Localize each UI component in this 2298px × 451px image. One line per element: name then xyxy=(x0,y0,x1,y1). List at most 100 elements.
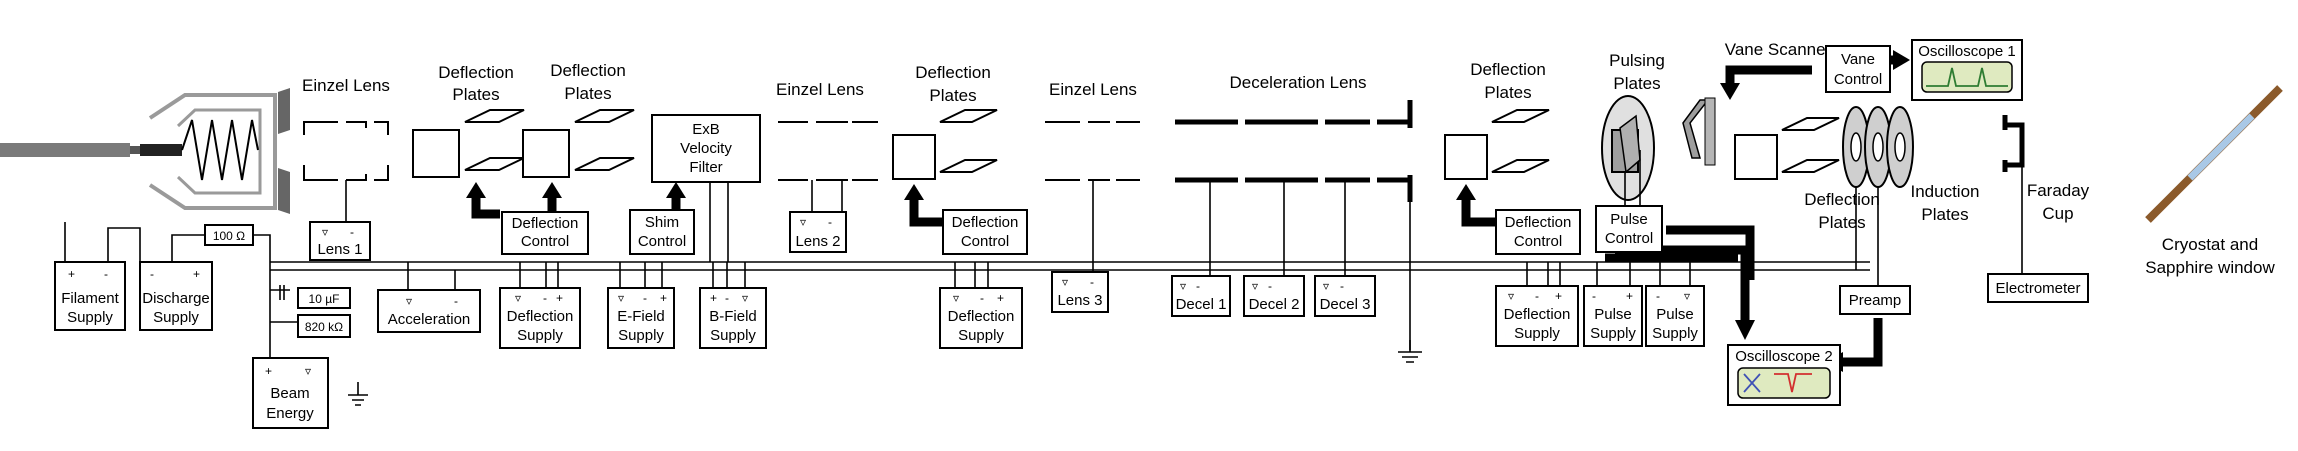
efield-supply-box[interactable]: ▿ - + E-Field Supply xyxy=(607,287,675,349)
lens2-box[interactable]: ▿ - Lens 2 xyxy=(789,211,847,253)
deflection-plates-1 xyxy=(412,109,525,178)
bfield-gnd: ▿ xyxy=(742,291,748,305)
lens3-gnd: ▿ xyxy=(1062,275,1068,289)
osc1-label: Oscilloscope 1 xyxy=(1918,43,2016,60)
filament-plus: + xyxy=(68,267,75,281)
einzel-lens-3-label: Einzel Lens xyxy=(1049,80,1137,99)
induction-plates-label-2: Plates xyxy=(1921,205,1968,224)
oscilloscope-1-box[interactable]: Oscilloscope 1 xyxy=(1911,39,2023,101)
lens2-minus: - xyxy=(828,215,832,229)
dsup2-minus: - xyxy=(980,291,984,305)
filament-minus: - xyxy=(104,267,108,281)
discharge-supply-box[interactable]: - + Discharge Supply xyxy=(139,261,213,331)
deflection-plates-4-label: Deflection xyxy=(1470,60,1546,79)
decel1-label: Decel 1 xyxy=(1176,296,1227,313)
einzel-lens-1 xyxy=(303,121,389,222)
defl-ctrl-1-label: Deflection xyxy=(512,215,579,232)
vane-ctrl-label: Vane xyxy=(1841,51,1875,68)
wiring xyxy=(64,182,2023,420)
pulse-supply-2-box[interactable]: - ▿ Pulse Supply xyxy=(1645,285,1705,347)
beam-label: Beam xyxy=(270,385,309,402)
shim-control-box[interactable]: Shim Control xyxy=(629,209,695,255)
faraday-cup-label-2: Cup xyxy=(2042,204,2073,223)
lens3-box[interactable]: ▿ - Lens 3 xyxy=(1051,271,1109,313)
defl-ctrl-2-label-2: Control xyxy=(961,233,1009,250)
deceleration-lens-label: Deceleration Lens xyxy=(1229,73,1366,92)
dsup1-gnd: ▿ xyxy=(515,291,521,305)
filament-supply-box[interactable]: + - Filament Supply xyxy=(54,261,126,331)
pulse-supply-1-box[interactable]: - + Pulse Supply xyxy=(1583,285,1643,347)
decel2-gnd: ▿ xyxy=(1252,279,1258,293)
vane-scanner xyxy=(1682,97,1716,166)
faraday-cup xyxy=(2002,115,2025,272)
einzel-lens-1-label: Einzel Lens xyxy=(302,76,390,95)
beam-label-2: Energy xyxy=(266,405,314,422)
lens1-label: Lens 1 xyxy=(317,241,362,258)
deflection-supply-2-box[interactable]: ▿ - + Deflection Supply xyxy=(939,287,1023,349)
vane-ctrl-label-2: Control xyxy=(1834,71,1882,88)
resistor-820-label: 820 kΩ xyxy=(305,320,343,334)
bfield-label-2: Supply xyxy=(710,327,756,344)
deflection-supply-3-box[interactable]: ▿ - + Deflection Supply xyxy=(1495,285,1579,347)
faraday-cup-label: Faraday xyxy=(2027,181,2090,200)
deflection-plates-5-label-2: Plates xyxy=(1818,213,1865,232)
einzel-lens-2-label: Einzel Lens xyxy=(776,80,864,99)
decel3-box[interactable]: ▿ - Decel 3 xyxy=(1314,275,1376,317)
deflection-control-1-box[interactable]: Deflection Control xyxy=(501,211,589,255)
pulsing-plates xyxy=(1601,95,1655,210)
capacitor-label: 10 µF xyxy=(309,292,340,306)
deflection-plates-5-label: Deflection xyxy=(1804,190,1880,209)
control-arrows xyxy=(466,50,1910,372)
vane-scanner-label: Vane Scanner xyxy=(1725,40,1832,59)
lens1-gnd: ▿ xyxy=(322,225,328,239)
accel-minus: - xyxy=(454,294,458,308)
cryostat-label: Cryostat and xyxy=(2162,235,2258,254)
osc2-trace-blue xyxy=(1743,373,1761,393)
decel1-box[interactable]: ▿ - Decel 1 xyxy=(1171,275,1231,317)
defl-sup-3-label: Deflection xyxy=(1504,306,1571,323)
dsup3-plus: + xyxy=(1555,289,1562,303)
deflection-supply-1-box[interactable]: ▿ - + Deflection Supply xyxy=(499,287,581,349)
preamp-box[interactable]: Preamp xyxy=(1839,285,1911,315)
shim-label-2: Control xyxy=(638,233,686,250)
deflection-plates-2-label-2: Plates xyxy=(564,84,611,103)
deflection-plates-5 xyxy=(1734,117,1840,180)
discharge-label-2: Supply xyxy=(153,309,199,326)
acceleration-box[interactable]: ▿ - Acceleration xyxy=(377,289,481,333)
deflection-plates-2-label: Deflection xyxy=(550,61,626,80)
deflection-plates-4-label-2: Plates xyxy=(1484,83,1531,102)
pulse-ctrl-label: Pulse xyxy=(1610,211,1648,228)
lens3-minus: - xyxy=(1090,275,1094,289)
dsup1-plus: + xyxy=(556,291,563,305)
deflection-control-3-box[interactable]: Deflection Control xyxy=(1495,209,1581,255)
electrometer-label: Electrometer xyxy=(1995,280,2080,297)
decel1-minus: - xyxy=(1196,279,1200,293)
psup1-plus: + xyxy=(1626,289,1633,303)
resistor-100-box: 100 Ω xyxy=(204,224,254,246)
beam-gnd: ▿ xyxy=(305,364,311,378)
discharge-minus: - xyxy=(150,267,154,281)
defl-sup-2-label: Deflection xyxy=(948,308,1015,325)
defl-ctrl-2-label: Deflection xyxy=(952,214,1019,231)
beam-energy-box[interactable]: + ▿ Beam Energy xyxy=(252,357,329,429)
cryostat-label-2: Sapphire window xyxy=(2145,258,2275,277)
decel3-minus: - xyxy=(1340,279,1344,293)
oscilloscope-2-box[interactable]: Oscilloscope 2 xyxy=(1727,344,1841,406)
bfield-supply-box[interactable]: + - ▿ B-Field Supply xyxy=(699,287,767,349)
bfield-minus: - xyxy=(725,291,729,305)
lens1-minus: - xyxy=(350,225,354,239)
deflection-plates-2 xyxy=(522,109,635,178)
efield-label-2: Supply xyxy=(618,327,664,344)
psup1-minus: - xyxy=(1592,289,1596,303)
acceleration-label: Acceleration xyxy=(388,311,471,328)
pulse-control-box[interactable]: Pulse Control xyxy=(1595,205,1663,253)
deflection-plates-1-label-2: Plates xyxy=(452,85,499,104)
pulse-sup-1-label-2: Supply xyxy=(1590,325,1636,342)
lens1-box[interactable]: ▿ - Lens 1 xyxy=(309,221,371,261)
electrometer-box[interactable]: Electrometer xyxy=(1987,273,2089,303)
deflection-control-2-box[interactable]: Deflection Control xyxy=(942,209,1028,255)
vane-control-box[interactable]: Vane Control xyxy=(1825,45,1891,93)
decel2-box[interactable]: ▿ - Decel 2 xyxy=(1243,275,1305,317)
pulse-sup-1-label: Pulse xyxy=(1594,306,1632,323)
